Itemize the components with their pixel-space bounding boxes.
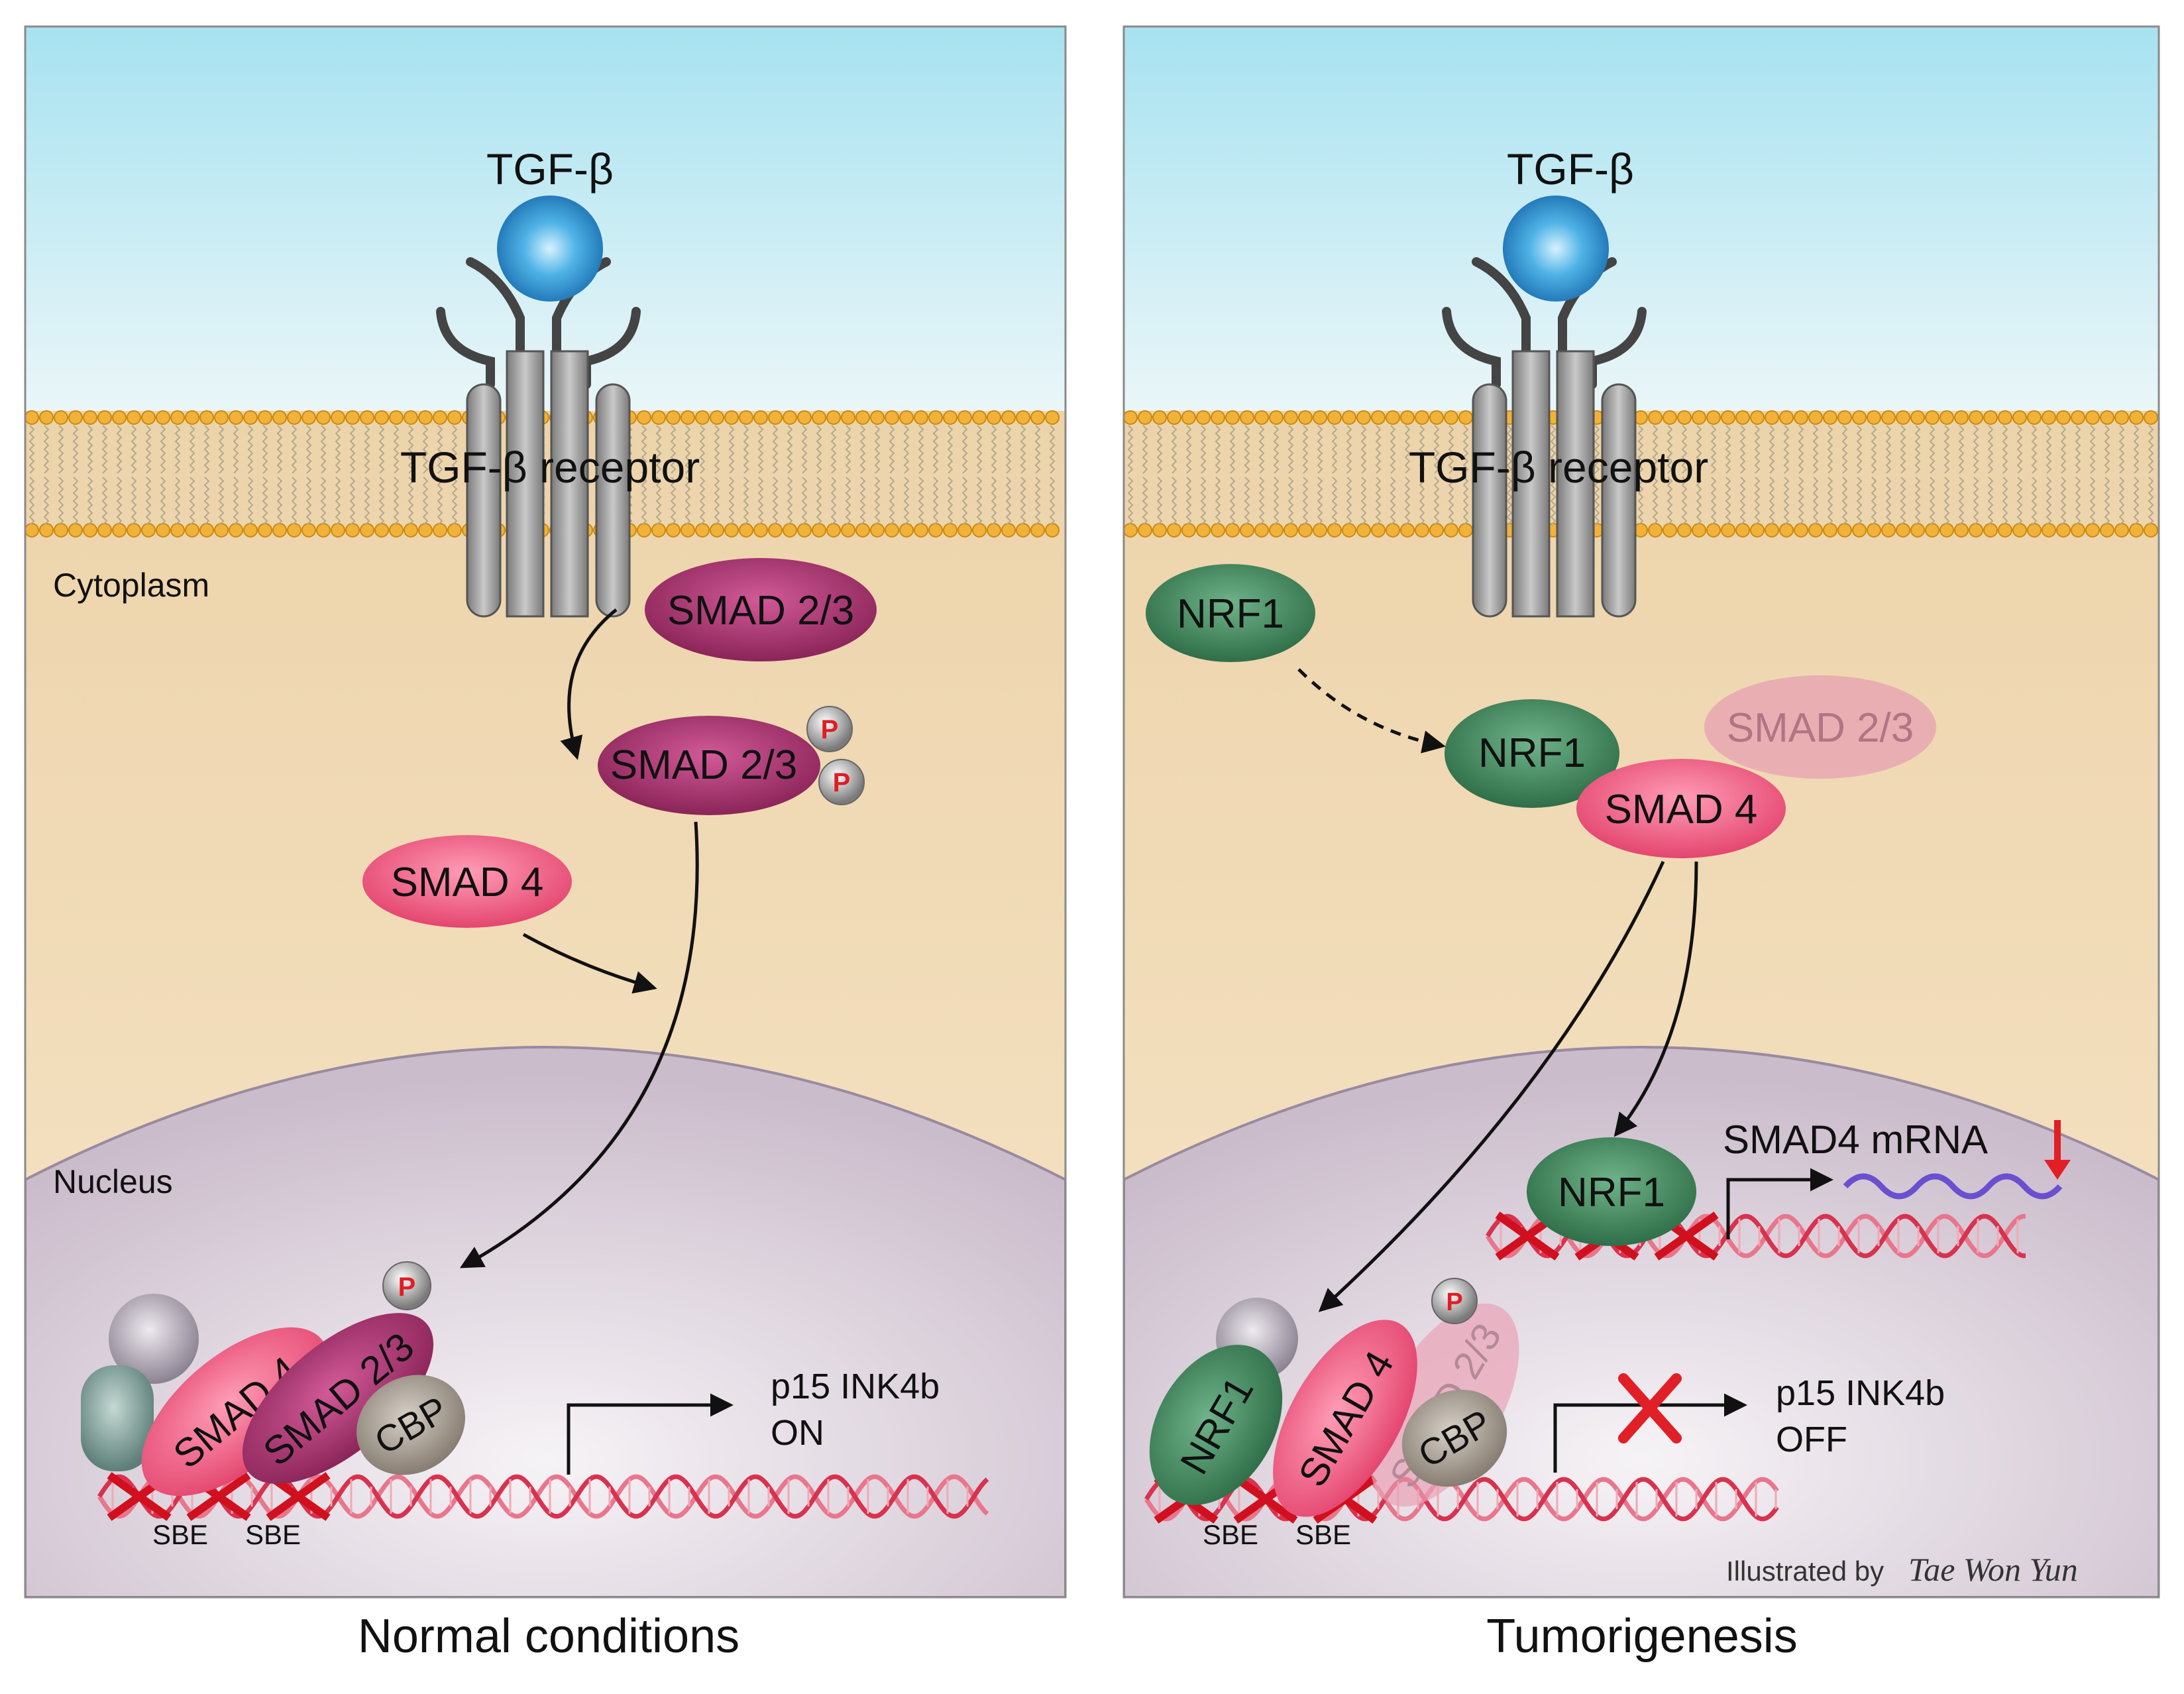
blocked-x-icon — [1618, 1373, 1682, 1443]
panel-frame — [24, 25, 1067, 1599]
caption-normal: Normal conditions — [357, 1610, 740, 1663]
ligand-label: TGF-β — [1507, 144, 1634, 194]
nuclear-translocation-arrow — [1318, 860, 1665, 1312]
cbp-protein — [1401, 1389, 1507, 1487]
transcription-arrow — [567, 1393, 734, 1475]
smad4-protein — [1576, 759, 1786, 858]
nrf1-label: NRF1 — [1478, 730, 1586, 776]
smad23-faded-protein — [1704, 675, 1936, 779]
gene-label: p15 INK4b — [1776, 1373, 1945, 1413]
receptor-label: TGF-β receptor — [1409, 443, 1708, 492]
complex-smad4-protein — [1273, 1320, 1417, 1517]
nucleus-label: Nucleus — [53, 1163, 173, 1200]
credit-name: Tae Won Yun — [1908, 1551, 2078, 1588]
tgf-beta-receptor — [436, 257, 641, 618]
coactivator-protein — [109, 1294, 199, 1384]
credit-prefix: Illustrated by — [1726, 1555, 1884, 1587]
sbe-label: SBE — [245, 1519, 301, 1550]
mrna-label: SMAD4 mRNA — [1723, 1117, 1988, 1162]
receptor-label: TGF-β receptor — [400, 443, 700, 492]
sbe-label: SBE — [1203, 1519, 1258, 1550]
ligand-label: TGF-β — [486, 144, 614, 194]
nrf1-protein — [1146, 564, 1315, 662]
mrna-strand — [1843, 1173, 2063, 1200]
nuclear-translocation-arrow — [459, 821, 699, 1269]
phospho-smad23-protein — [598, 716, 820, 815]
nrf1-protein — [1445, 699, 1619, 808]
coactivator-protein — [81, 1365, 154, 1471]
smad23-protein — [645, 558, 877, 661]
nrf1-label: NRF1 — [1177, 591, 1284, 637]
smad4-label: SMAD 4 — [391, 860, 544, 905]
gene-label: p15 INK4b — [771, 1367, 940, 1406]
down-arrow-icon — [2044, 1160, 2071, 1180]
cell-membrane — [25, 410, 1060, 537]
nrf1-translocation-arrow — [1613, 861, 1698, 1137]
phosphate-group — [382, 1261, 431, 1310]
phosphate-label: P — [821, 715, 839, 744]
complex-nrf1-protein — [1149, 1345, 1283, 1505]
phosphate-group — [818, 759, 865, 805]
smad4-protein — [362, 835, 572, 928]
complex-smad4-protein — [141, 1327, 329, 1496]
cytoplasm-label: Cytoplasm — [53, 567, 209, 604]
extracellular-space — [1124, 27, 2159, 411]
phosphate-label: P — [1446, 1288, 1462, 1316]
tgf-beta-ligand — [1503, 196, 1609, 302]
smad23-faded-label: SMAD 2/3 — [1727, 705, 1914, 751]
phosphorylation-arrow — [560, 608, 618, 760]
transcription-arrow — [1726, 1168, 1833, 1239]
phosphate-group — [1431, 1278, 1478, 1324]
smad4-label: SMAD 4 — [1605, 787, 1758, 832]
nrf1-label: NRF1 — [1558, 1170, 1665, 1215]
caption-tumorigenesis: Tumorigenesis — [1486, 1610, 1798, 1663]
phosphate-label: P — [398, 1272, 416, 1302]
gene-state-label: OFF — [1776, 1420, 1847, 1459]
phosphate-group — [806, 706, 853, 752]
nrf1-nuclear-protein — [1527, 1137, 1696, 1246]
transcription-arrow — [1553, 1393, 1747, 1473]
panel-tumorigenesis: TGF-β TGF-β receptor NRF1 SMAD 2/3 NRF1 … — [1122, 25, 2160, 1599]
cbp-protein — [356, 1375, 465, 1475]
complex-smad23-protein — [242, 1313, 434, 1484]
gene-state-label: ON — [771, 1413, 824, 1453]
smad23-label: SMAD 2/3 — [667, 588, 855, 634]
panel-normal: TGF-β TGF-β receptor Cytoplasm Nucleus S… — [24, 25, 1067, 1599]
tgf-beta-ligand — [497, 196, 603, 302]
sbe-label: SBE — [152, 1519, 208, 1550]
panel-frame — [1122, 25, 2160, 1599]
induction-arrow — [1297, 668, 1446, 754]
smad4-arrow — [522, 932, 657, 994]
phosphate-label: P — [833, 768, 851, 797]
phospho-smad23-label: SMAD 2/3 — [610, 742, 798, 788]
tgf-beta-receptor — [1442, 257, 1647, 618]
sbe-label: SBE — [1295, 1519, 1351, 1550]
